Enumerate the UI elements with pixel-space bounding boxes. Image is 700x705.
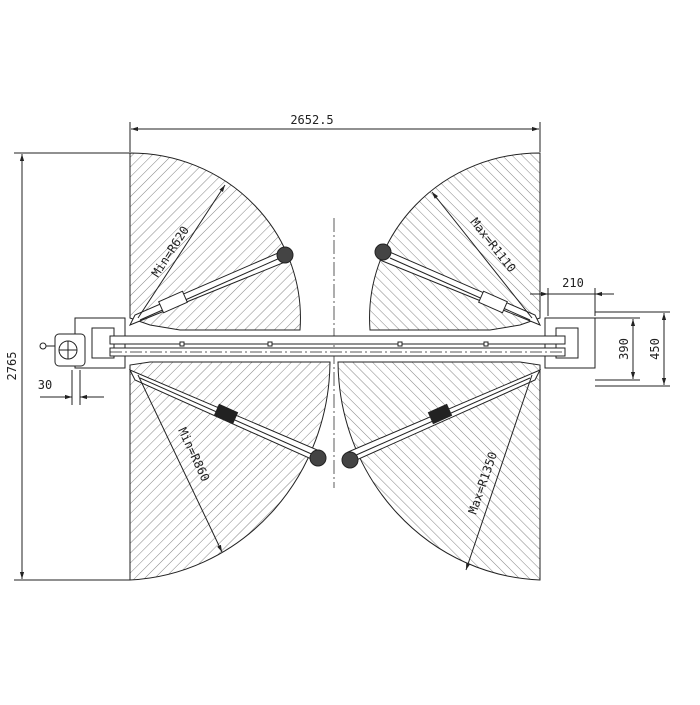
- swing-zone-top-right: [369, 152, 541, 331]
- dimension-column-offset: [530, 288, 614, 316]
- swing-zone-bottom-right: [337, 361, 541, 581]
- lift-pad-icon: [309, 449, 327, 467]
- dimension-base-inner-label: 390: [617, 338, 631, 360]
- lift-pad-icon: [341, 451, 359, 469]
- lift-arms: [128, 243, 542, 469]
- dimension-base: [595, 311, 670, 387]
- dimension-overall-depth-label: 2765: [5, 352, 19, 381]
- swing-zone-top-left: [129, 152, 301, 331]
- lift-pad-icon: [374, 243, 392, 261]
- swing-zones: [129, 152, 541, 581]
- arm-top-right: [374, 243, 542, 326]
- radius-leaders: [137, 184, 533, 571]
- lift-pad-icon: [276, 246, 294, 264]
- arm-bottom-left: [128, 369, 327, 467]
- dimension-overall-width: [129, 122, 541, 152]
- power-unit-icon: [39, 333, 86, 367]
- arm-bottom-right: [341, 369, 542, 469]
- dimension-column-offset-label: 210: [562, 276, 584, 290]
- dimension-base-outer-label: 450: [648, 338, 662, 360]
- arm-top-left: [128, 246, 294, 326]
- dimension-pad-offset-label: 30: [38, 378, 52, 392]
- swing-zone-bottom-left: [129, 361, 331, 581]
- dimension-overall-depth: [14, 152, 130, 581]
- dimension-overall-width-label: 2652.5: [290, 113, 333, 127]
- dimension-pad-offset: [40, 370, 104, 405]
